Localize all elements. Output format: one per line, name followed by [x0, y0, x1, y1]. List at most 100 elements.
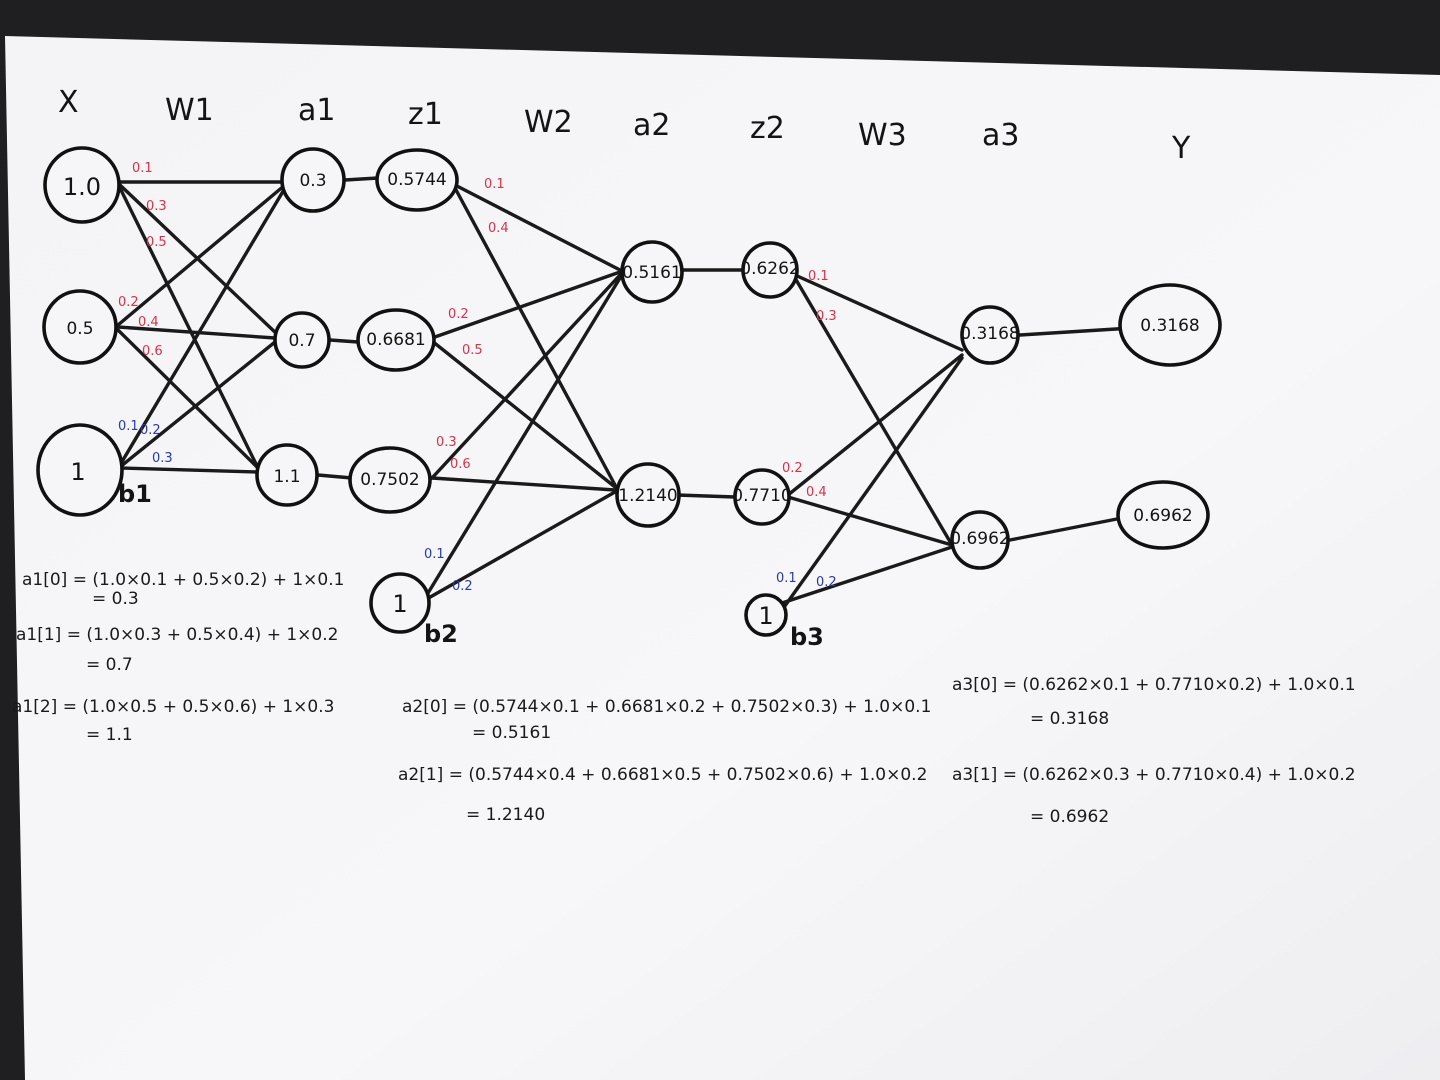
w2-label: 0.3	[436, 435, 457, 450]
node-y1	[1116, 480, 1210, 550]
node-a3-0-value: 0.3168	[960, 324, 1019, 344]
node-a1-0-value: 0.3	[299, 171, 326, 191]
node-a3-0	[960, 305, 1020, 365]
equation-a1-0-result: = 0.3	[92, 589, 139, 609]
title-x: X	[58, 85, 79, 120]
w1-label: 0.4	[138, 315, 159, 330]
w1-label: 0.2	[118, 295, 139, 310]
node-z1-0	[375, 148, 459, 212]
node-z1-1-value: 0.6681	[366, 330, 425, 350]
w3-label: 0.2	[782, 461, 803, 476]
node-b2	[369, 572, 431, 634]
node-a1-1	[273, 311, 331, 369]
label-b2: b2	[424, 620, 458, 648]
node-a2-1	[615, 462, 681, 528]
w2-label: 0.5	[462, 343, 483, 358]
node-y0-value: 0.3168	[1140, 316, 1199, 336]
equations-a1: a1[0] = (1.0×0.1 + 0.5×0.2) + 1×0.1 = 0.…	[12, 570, 344, 745]
title-z1: z1	[408, 97, 443, 132]
title-w2: W2	[524, 105, 573, 140]
label-b3: b3	[790, 623, 824, 651]
title-y: Y	[1171, 131, 1191, 166]
node-b3-value: 1	[758, 602, 773, 630]
equation-a1-1: a1[1] = (1.0×0.3 + 0.5×0.4) + 1×0.2	[16, 625, 338, 645]
node-x0	[43, 146, 121, 224]
node-z2-0	[741, 241, 799, 299]
w1-bias-label: 0.1	[118, 419, 139, 434]
node-b2-value: 1	[392, 590, 407, 618]
w2-label: 0.6	[450, 457, 471, 472]
equation-a2-0: a2[0] = (0.5744×0.1 + 0.6681×0.2 + 0.750…	[402, 697, 931, 717]
w3-label: 0.3	[816, 309, 837, 324]
w3-bias-label: 0.1	[776, 571, 797, 586]
edges	[116, 176, 1134, 612]
title-w3: W3	[858, 118, 907, 153]
w2-bias-label: 0.1	[424, 547, 445, 562]
node-x1-value: 0.5	[66, 319, 93, 339]
node-y0	[1118, 283, 1222, 367]
node-a1-2-value: 1.1	[273, 467, 300, 487]
w2-label: 0.1	[484, 177, 505, 192]
w3-label: 0.1	[808, 269, 829, 284]
hidden-layer-2: 0.5161 1.2140 0.6262 0.7710 1 b3	[615, 240, 824, 651]
w3-bias-label: 0.2	[816, 575, 837, 590]
node-z1-1	[356, 308, 436, 372]
w1-label: 0.3	[146, 199, 167, 214]
node-b3	[744, 593, 788, 637]
node-a2-1-value: 1.2140	[618, 486, 677, 506]
equation-a3-0-result: = 0.3168	[1030, 709, 1109, 729]
node-z1-2-value: 0.7502	[360, 470, 419, 490]
equation-a2-1-result: = 1.2140	[466, 805, 545, 825]
title-w1: W1	[165, 93, 214, 128]
node-a1-0	[280, 147, 346, 213]
node-a3-1-value: 0.6962	[950, 529, 1009, 549]
w1-label: 0.5	[146, 235, 167, 250]
node-z1-0-value: 0.5744	[387, 170, 446, 190]
equation-a1-1-result: = 0.7	[86, 655, 133, 675]
node-x0-value: 1.0	[63, 173, 101, 201]
w2-bias-label: 0.2	[452, 579, 473, 594]
w1-label: 0.6	[142, 344, 163, 359]
column-titles: X W1 a1 z1 W2 a2 z2 W3 a3 Y	[58, 85, 1191, 166]
w2-label: 0.4	[488, 221, 509, 236]
node-z2-0-value: 0.6262	[740, 259, 799, 279]
w2-label: 0.2	[448, 307, 469, 322]
equation-a1-0: a1[0] = (1.0×0.1 + 0.5×0.2) + 1×0.1	[22, 570, 344, 590]
node-b1	[36, 423, 124, 517]
equation-a1-2: a1[2] = (1.0×0.5 + 0.5×0.6) + 1×0.3	[12, 697, 334, 717]
equations-a2: a2[0] = (0.5744×0.1 + 0.6681×0.2 + 0.750…	[398, 697, 931, 825]
title-a2: a2	[633, 108, 670, 143]
equation-a1-2-result: = 1.1	[86, 725, 133, 745]
equation-a3-1-result: = 0.6962	[1030, 807, 1109, 827]
node-z2-1-value: 0.7710	[732, 486, 791, 506]
node-a2-0	[620, 240, 684, 304]
node-z1-2	[348, 446, 432, 514]
node-a3-1	[950, 510, 1010, 570]
equation-a3-0: a3[0] = (0.6262×0.1 + 0.7710×0.2) + 1.0×…	[952, 675, 1356, 695]
equation-a2-1: a2[1] = (0.5744×0.4 + 0.6681×0.5 + 0.750…	[398, 765, 927, 785]
title-z2: z2	[750, 111, 785, 146]
label-b1: b1	[118, 480, 152, 508]
w1-bias-label: 0.2	[140, 423, 161, 438]
hidden-layer-1: 0.3 0.7 1.1 0.5744 0.6681 0.7502 1 b2	[255, 147, 459, 648]
w1-bias-label: 0.3	[152, 451, 173, 466]
w3-label: 0.4	[806, 485, 827, 500]
node-a1-2	[255, 443, 319, 507]
paper-sheet	[5, 36, 1440, 1080]
node-z2-1	[733, 468, 791, 526]
title-a3: a3	[982, 118, 1019, 153]
equations-a3: a3[0] = (0.6262×0.1 + 0.7710×0.2) + 1.0×…	[952, 675, 1356, 827]
title-a1: a1	[298, 93, 335, 128]
output-layer: 0.3168 0.6962 0.3168 0.6962	[950, 283, 1222, 570]
weight-labels: 0.1 0.3 0.5 0.2 0.4 0.6 0.1 0.2 0.3 0.1 …	[118, 161, 837, 594]
node-a2-0-value: 0.5161	[622, 263, 681, 283]
node-b1-value: 1	[70, 458, 85, 486]
equation-a3-1: a3[1] = (0.6262×0.3 + 0.7710×0.4) + 1.0×…	[952, 765, 1356, 785]
input-layer: 1.0 0.5 1 b1	[36, 146, 152, 517]
node-x1	[42, 289, 118, 365]
node-a1-1-value: 0.7	[288, 331, 315, 351]
node-y1-value: 0.6962	[1133, 506, 1192, 526]
equation-a2-0-result: = 0.5161	[472, 723, 551, 743]
w1-label: 0.1	[132, 161, 153, 176]
